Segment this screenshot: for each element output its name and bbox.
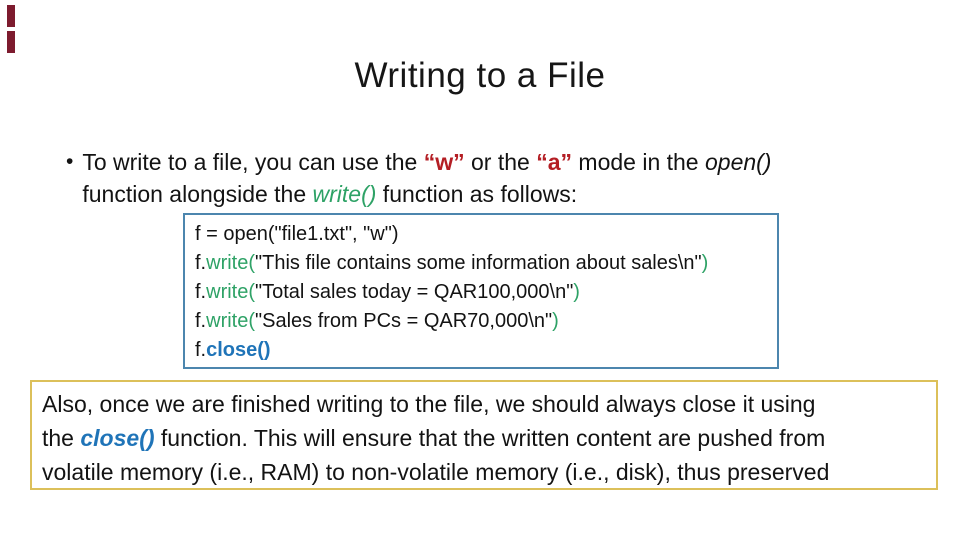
bullet-marker: • [66, 150, 74, 173]
code-line: f.write("This file contains some informa… [195, 252, 709, 274]
bullet-item: • To write to a file, you can use the “w… [66, 146, 900, 210]
code-line: f.write("Total sales today = QAR100,000\… [195, 281, 580, 303]
note-text: Also, once we are finished writing to th… [42, 391, 830, 485]
slide-edge-marks [7, 5, 15, 57]
edge-mark-bottom [7, 31, 15, 53]
slide-title: Writing to a File [354, 56, 606, 95]
edge-mark-top [7, 5, 15, 27]
note-box: Also, once we are finished writing to th… [30, 380, 938, 490]
code-line: f.write("Sales from PCs = QAR70,000\n") [195, 310, 559, 332]
bullet-text: To write to a file, you can use the “w” … [82, 149, 772, 207]
code-box: f = open("file1.txt", "w") f.write("This… [183, 213, 779, 369]
code-line: f.close() [195, 339, 271, 361]
code-line: f = open("file1.txt", "w") [195, 223, 399, 245]
